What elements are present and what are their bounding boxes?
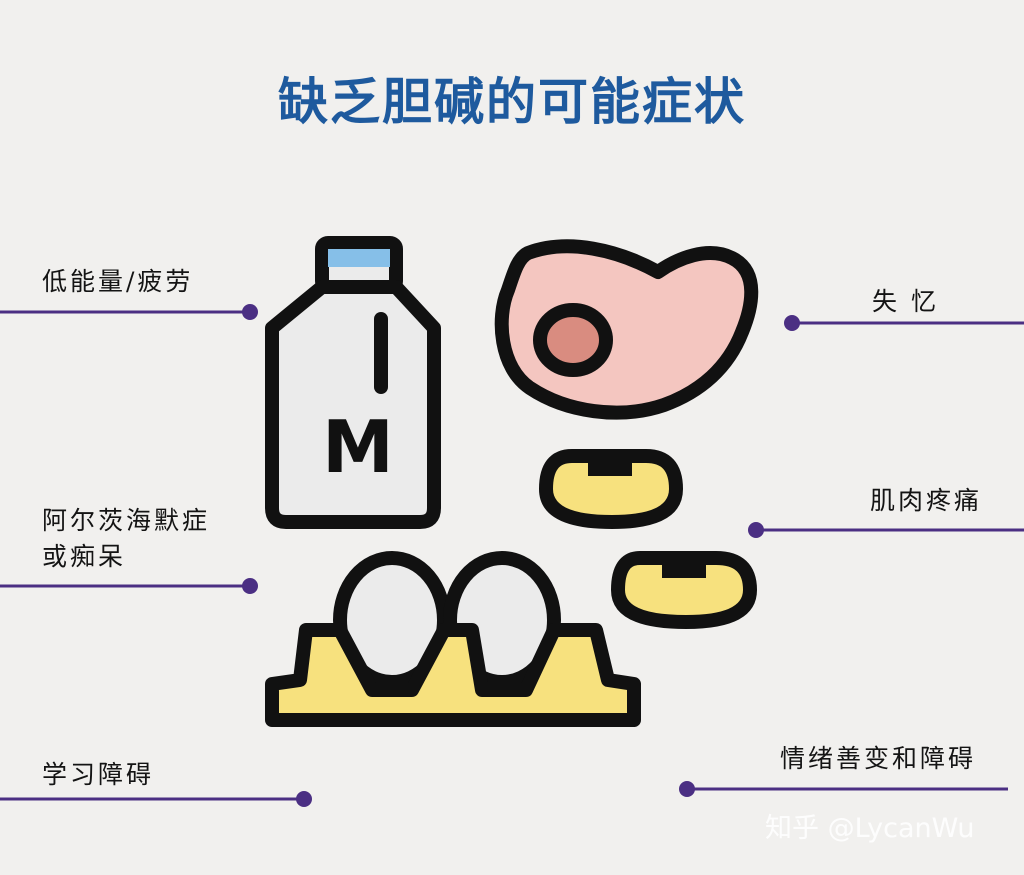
beans-icon bbox=[539, 449, 757, 629]
label-alzheimers-line2: 或痴呆 bbox=[42, 542, 127, 571]
label-memory-loss: 失 忆 bbox=[872, 287, 939, 316]
connector-lines bbox=[0, 304, 1024, 807]
eggs-in-carton-icon bbox=[265, 551, 641, 727]
milk-bottle-icon: M bbox=[265, 236, 441, 529]
milk-letter: M bbox=[322, 405, 394, 489]
watermark: 知乎 @LycanWu bbox=[765, 813, 975, 844]
label-mood: 情绪善变和障碍 bbox=[780, 744, 977, 773]
label-low-energy: 低能量/疲劳 bbox=[42, 267, 194, 296]
meat-icon bbox=[494, 239, 759, 420]
page-title: 缺乏胆碱的可能症状 bbox=[278, 72, 746, 131]
label-learning: 学习障碍 bbox=[42, 760, 155, 789]
label-muscle-pain: 肌肉疼痛 bbox=[870, 486, 983, 515]
label-alzheimers-line1: 阿尔茨海默症 bbox=[42, 506, 211, 535]
